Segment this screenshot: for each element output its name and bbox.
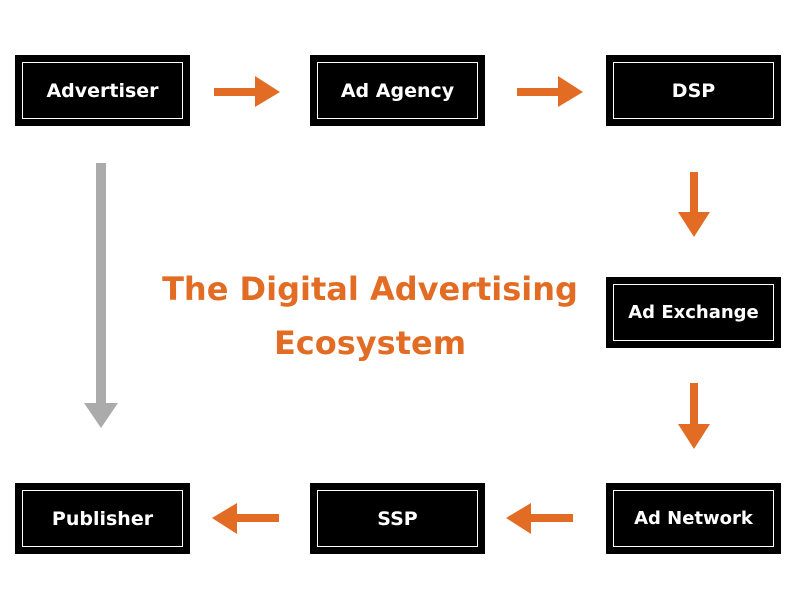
node-label: Publisher [51,507,154,530]
arrow-exchange-to-network [678,383,710,449]
arrow-advertiser-to-publisher-direct [84,163,118,428]
title-line-2: Ecosystem [273,324,467,362]
arrow-network-to-ssp [506,503,573,534]
node-ssp: SSP [310,483,485,554]
diagram-title: The Digital Advertising Ecosystem [140,262,600,370]
title-line-1: The Digital Advertising [162,270,578,308]
node-label: Ad Agency [340,79,455,102]
node-label: Advertiser [46,79,159,102]
node-ad-network: Ad Network [606,483,781,554]
node-dsp: DSP [606,55,781,126]
node-label: DSP [671,79,716,102]
node-label: Ad Network [634,508,753,529]
arrow-agency-to-dsp [517,76,583,107]
arrow-ssp-to-publisher [212,503,279,534]
node-advertiser: Advertiser [15,55,190,126]
node-ad-exchange: Ad Exchange [606,277,781,348]
arrow-dsp-to-exchange [678,172,710,237]
node-ad-agency: Ad Agency [310,55,485,126]
node-publisher: Publisher [15,483,190,554]
node-label: Ad Exchange [628,302,759,323]
arrow-advertiser-to-agency [214,76,280,107]
node-label: SSP [377,507,418,530]
